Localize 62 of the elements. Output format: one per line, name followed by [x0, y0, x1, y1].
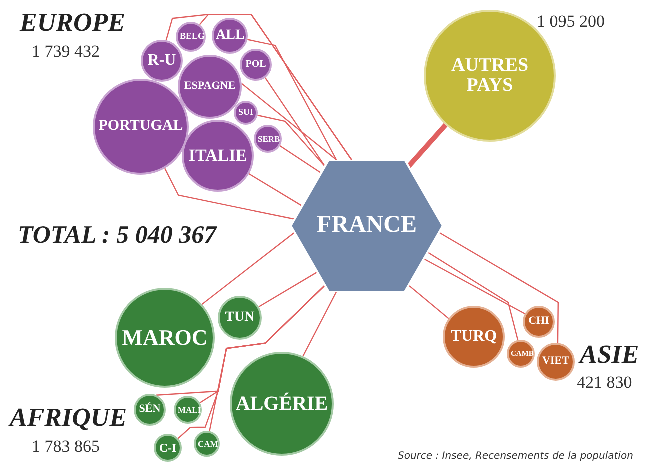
connector-line — [202, 232, 296, 306]
country-name: TUN — [225, 310, 255, 326]
connector-line — [406, 123, 448, 168]
connector-line — [199, 14, 352, 160]
connector-line — [209, 284, 326, 432]
country-name: CAM — [198, 440, 216, 448]
connector-line — [302, 292, 338, 357]
country-name: MAROC — [122, 326, 208, 350]
country-circle — [194, 431, 220, 457]
country-circle — [537, 343, 575, 381]
connector-line — [438, 232, 559, 344]
source-note: Source : Insee, Recensements de la population — [398, 451, 634, 462]
connector-line — [247, 39, 338, 160]
connector-line — [280, 146, 322, 174]
country-circle — [507, 340, 535, 368]
connector-line — [164, 168, 295, 220]
region-total: 1 783 865 — [32, 437, 100, 457]
country-circle — [174, 396, 202, 424]
country-name: TURQ — [450, 328, 498, 346]
country-name: FRANCE — [317, 213, 417, 239]
country-name: ITALIE — [188, 147, 248, 165]
connector-line — [258, 114, 326, 167]
country-circle — [141, 40, 183, 82]
country-name: PORTUGAL — [98, 119, 184, 135]
country-circle — [176, 22, 206, 52]
connector-line — [264, 78, 326, 167]
country-name: C-I — [159, 442, 177, 454]
country-name: AUTRES PAYS — [450, 56, 530, 96]
connector-line — [408, 284, 450, 320]
country-circle — [154, 434, 182, 462]
region-total: 1 095 200 — [537, 12, 605, 32]
region-total: 1 739 432 — [32, 42, 100, 62]
country-circle — [523, 306, 555, 338]
region-title: AFRIQUE — [10, 403, 128, 433]
country-circle — [443, 306, 505, 368]
country-name: BELG — [180, 32, 202, 42]
connector-line — [424, 258, 526, 315]
country-hexagon — [291, 160, 443, 292]
country-name: CHI — [528, 316, 550, 328]
country-circle — [240, 49, 272, 81]
country-circle — [218, 296, 262, 340]
country-name: ALGÉRIE — [236, 394, 328, 414]
country-name: VIET — [542, 356, 570, 368]
country-name: SERB — [258, 134, 278, 144]
country-name: ALL — [216, 28, 244, 44]
connector-line — [248, 173, 303, 207]
grand-total: TOTAL : 5 040 367 — [18, 222, 217, 250]
country-name: R-U — [148, 52, 176, 70]
region-title: EUROPE — [20, 8, 126, 38]
region-title: ASIE — [580, 340, 640, 370]
connector-line — [241, 83, 337, 160]
country-name: POL — [246, 60, 266, 70]
country-circle — [134, 394, 166, 426]
connector-line — [258, 272, 318, 308]
country-name: SÉN — [139, 404, 161, 416]
region-total: 421 830 — [577, 373, 632, 393]
country-name: SUI — [238, 108, 254, 118]
connector-line — [427, 252, 519, 340]
country-circle — [254, 125, 282, 153]
country-name: ESPAGNE — [184, 81, 236, 93]
country-circle — [234, 101, 258, 125]
country-circle — [212, 18, 248, 54]
